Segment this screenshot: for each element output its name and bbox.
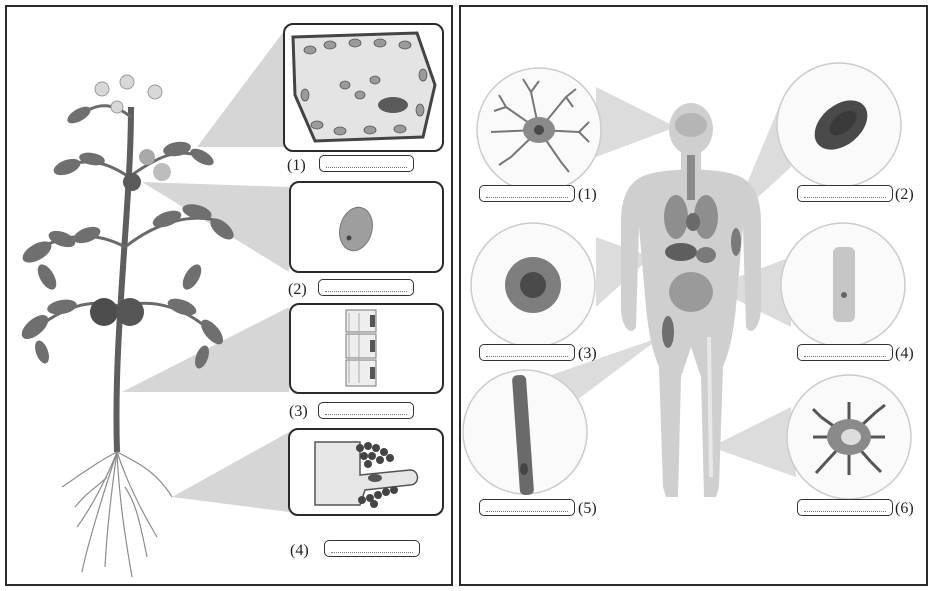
- intestine: [669, 272, 713, 312]
- animal-answer-blank-3[interactable]: [479, 344, 575, 361]
- animal-label-number-6: (6): [895, 500, 914, 517]
- animal-answer-blank-2[interactable]: [797, 185, 893, 202]
- brain: [675, 113, 707, 137]
- plant-answer-blank-1[interactable]: [319, 155, 414, 172]
- animal-answer-blank-1[interactable]: [479, 185, 575, 202]
- leaf-cell-wall: [291, 31, 437, 143]
- plant-answer-blank-3[interactable]: [318, 402, 414, 419]
- arm-muscle: [731, 228, 741, 256]
- plant-illustration: [21, 27, 289, 578]
- columnar-cell-4: [833, 247, 855, 322]
- animal-answer-blank-5[interactable]: [479, 499, 575, 516]
- animal-answer-blank-4[interactable]: [797, 344, 893, 361]
- plant-cell-box-4: [288, 428, 444, 516]
- heart: [686, 213, 700, 231]
- plant-panel: (1) (2) (3): [5, 5, 453, 586]
- plant-answer-blank-2[interactable]: [318, 279, 414, 296]
- plant-label-number-1: (1): [287, 157, 306, 174]
- human-illustration: [462, 62, 912, 500]
- neuron-nucleus: [534, 125, 544, 135]
- tomato-fruit: [90, 298, 118, 326]
- fruit-cell-nucleus: [346, 235, 352, 241]
- funnel-brain-to-neuron: [596, 87, 676, 157]
- animal-label-number-5: (5): [578, 500, 597, 517]
- funnel-root-to-cell-4: [172, 432, 289, 512]
- leg-bone: [707, 336, 713, 478]
- muscle-fiber-cell-5: [512, 374, 534, 496]
- plant-label-number-4: (4): [290, 542, 309, 559]
- leaf-cell-nucleus: [378, 97, 408, 113]
- plant-cell-box-2: [289, 181, 444, 273]
- animal-label-number-2: (2): [895, 186, 914, 203]
- plant-stem: [113, 106, 134, 453]
- thigh-muscle: [662, 316, 674, 348]
- animal-label-number-4: (4): [895, 345, 914, 362]
- plant-label-number-2: (2): [288, 281, 307, 298]
- fruit-cell-body: [339, 206, 373, 252]
- plant-cell-box-1: [283, 23, 444, 152]
- plant-label-number-3: (3): [289, 403, 308, 420]
- animal-label-number-3: (3): [578, 345, 597, 362]
- animal-answer-blank-6[interactable]: [797, 499, 893, 516]
- liver: [665, 243, 697, 261]
- tomato-fruit: [123, 173, 141, 191]
- root-hair-cell-body: [314, 441, 419, 506]
- neuron-cell: [490, 78, 590, 173]
- funnel-leaf-to-cell-1: [197, 27, 287, 147]
- animal-panel: (1) (2) (3) (4) (5) (6): [459, 5, 928, 586]
- tomato-fruit: [116, 298, 144, 326]
- plant-answer-blank-4[interactable]: [324, 540, 420, 557]
- animal-label-number-1: (1): [578, 186, 597, 203]
- root-hair-cell-nucleus: [368, 474, 382, 482]
- plant-cell-box-3: [289, 303, 444, 394]
- funnel-bone-to-cell-6: [711, 407, 796, 477]
